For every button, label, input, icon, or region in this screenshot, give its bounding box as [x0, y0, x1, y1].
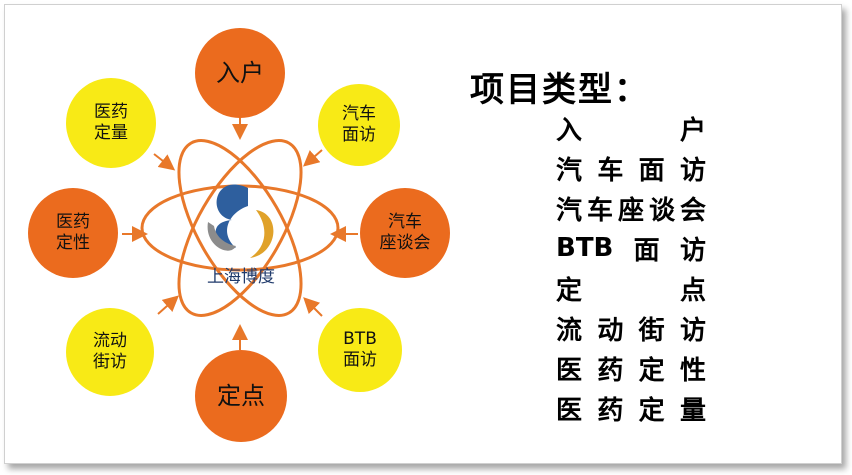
project-type-char: 药	[597, 395, 624, 426]
project-type-item: 汽车面访	[556, 148, 706, 188]
node-label-line-2: 面访	[342, 125, 376, 145]
project-type-item: 定点	[556, 268, 706, 308]
project-type-item: 医药定量	[556, 388, 706, 428]
node-label: 入户	[216, 59, 264, 87]
project-type-char: 药	[597, 355, 624, 386]
node-qiche-zuotanhui: 汽车 座谈会	[360, 188, 450, 278]
project-type-char: 汽	[556, 195, 583, 226]
project-type-char: 街	[638, 315, 665, 346]
node-ruhu: 入户	[195, 28, 285, 118]
node-qiche-mianfang: 汽车 面访	[318, 84, 400, 166]
node-label-line-1: BTB	[343, 328, 377, 349]
project-type-char: 面	[638, 155, 665, 186]
node-label-line-1: 汽车	[388, 211, 422, 232]
project-type-char: 入	[556, 115, 583, 146]
project-type-char: 访	[679, 155, 706, 186]
project-types-panel: 项目类型：	[470, 62, 730, 111]
s-swirl-logo-icon	[207, 184, 274, 258]
project-type-item: BTB 面访	[556, 228, 706, 268]
project-type-item: 汽车座谈会	[556, 188, 706, 228]
node-dingdian: 定点	[195, 350, 287, 442]
project-type-char: 座	[617, 195, 644, 226]
node-label-line-2: 定性	[56, 233, 90, 253]
project-type-char: BTB	[556, 233, 614, 263]
project-type-char: 汽	[556, 155, 583, 186]
node-label-line-2: 座谈会	[379, 233, 431, 253]
orbit-diagonal-b	[177, 139, 303, 317]
project-type-char: 访	[679, 315, 706, 346]
node-btb-mianfang: BTB 面访	[318, 308, 402, 392]
project-type-char: 量	[679, 395, 706, 426]
project-type-char: 户	[679, 115, 706, 146]
node-label: 定点	[217, 382, 265, 410]
project-type-char: 流	[556, 315, 583, 346]
node-label-line-1: 流动	[93, 330, 127, 351]
project-type-char: 会	[679, 195, 706, 226]
project-type-item: 医药定性	[556, 348, 706, 388]
node-label-line-1: 医药	[94, 101, 128, 122]
arrow-top-right	[302, 149, 323, 167]
arrow-top-left	[153, 153, 176, 171]
arrow-bottom-left	[157, 295, 179, 315]
project-type-char: 定	[556, 275, 583, 306]
node-label-line-1: 医药	[56, 211, 90, 232]
project-type-char: 点	[679, 275, 706, 306]
project-type-char: 访	[679, 235, 706, 266]
orbit-diagonal-a	[177, 139, 303, 317]
project-type-char: 定	[638, 395, 665, 426]
node-yiyao-dingliang: 医药 定量	[66, 78, 156, 168]
project-type-char: 医	[556, 395, 583, 426]
project-type-item: 入户	[556, 108, 706, 148]
node-label-line-2: 街访	[93, 352, 127, 372]
arrow-bottom-right	[303, 297, 323, 317]
arrows	[122, 116, 358, 350]
node-label-line-1: 汽车	[342, 103, 376, 124]
node-label-line-2: 定量	[94, 123, 128, 143]
node-yiyao-dingxing: 医药 定性	[28, 188, 118, 278]
project-type-char: 车	[586, 195, 613, 226]
project-type-char: 车	[597, 155, 624, 186]
node-label-line-2: 面访	[343, 350, 377, 370]
node-liudong-jiefang: 流动 街访	[66, 308, 154, 396]
panel-title: 项目类型：	[470, 70, 650, 110]
project-type-item: 流动街访	[556, 308, 706, 348]
project-type-char: 性	[679, 355, 706, 386]
project-type-char: 动	[597, 315, 624, 346]
project-type-char: 谈	[648, 195, 675, 226]
project-type-char: 定	[638, 355, 665, 386]
logo-text: 上海博度	[207, 267, 275, 287]
project-type-char: 面	[633, 235, 660, 266]
project-type-char: 医	[556, 355, 583, 386]
